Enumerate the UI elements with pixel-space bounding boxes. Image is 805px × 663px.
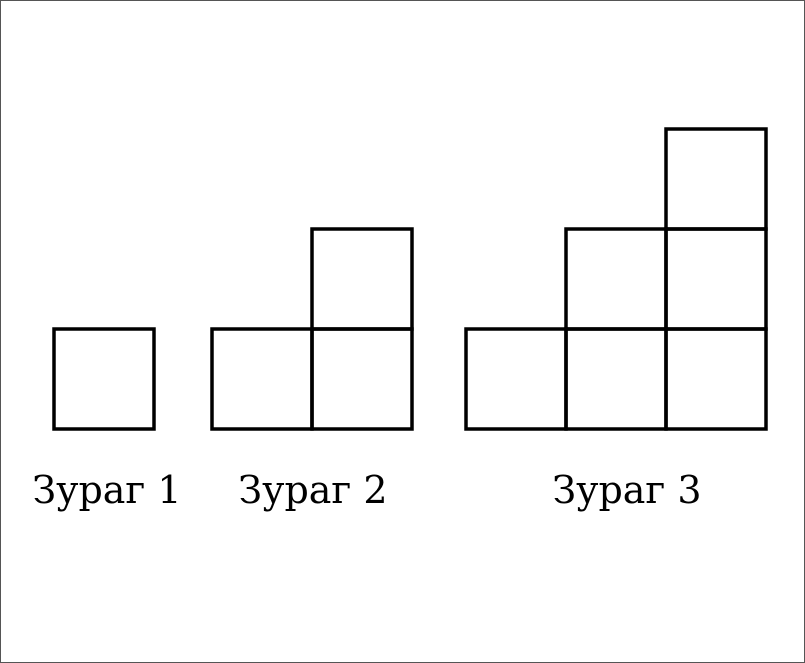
figure-1-label: Зураг 1 [32, 468, 181, 512]
figure-3-square-c3-r3 [664, 127, 768, 231]
squares-layer [52, 127, 768, 431]
figure-1-square-c1-r1 [52, 327, 156, 431]
figure-2-label: Зураг 2 [238, 468, 387, 512]
figure-3-label: Зураг 3 [552, 468, 701, 512]
figure-3-square-c3-r2 [664, 227, 768, 331]
figure-3-square-c2-r2 [564, 227, 668, 331]
figure-2-square-c1-r1 [210, 327, 314, 431]
figure-3-square-c3-r1 [664, 327, 768, 431]
figure-2-square-c2-r2 [310, 227, 414, 331]
figure-2-square-c2-r1 [310, 327, 414, 431]
figure-3-square-c1-r1 [464, 327, 568, 431]
figure-3-square-c2-r1 [564, 327, 668, 431]
